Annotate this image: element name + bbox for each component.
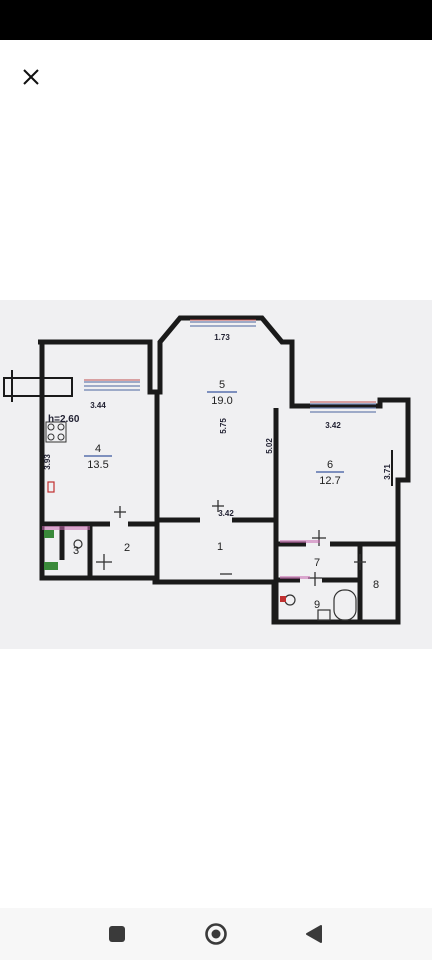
dim-bay-top: 1.73 — [214, 333, 230, 342]
ceiling-height-label: h=2.60 — [48, 414, 80, 425]
room-5-number: 5 — [219, 379, 225, 391]
room-1-number: 1 — [217, 541, 223, 553]
system-navigation-bar — [0, 908, 432, 960]
dim-bedroom-window: 3.42 — [325, 421, 341, 430]
status-bar — [0, 0, 432, 40]
close-icon — [23, 69, 39, 85]
room-7-number: 7 — [314, 557, 320, 569]
dim-bedroom-height: 3.71 — [383, 464, 392, 480]
room-4-area: 13.5 — [87, 459, 108, 471]
room-3-number: 3 — [73, 545, 79, 557]
room-6-number: 6 — [327, 459, 333, 471]
dim-kitchen-window: 3.44 — [90, 401, 106, 410]
close-button[interactable] — [14, 60, 48, 94]
floor-plan-image: h=2.60 1.73 3.44 3.93 5.75 5.02 3.42 3.4… — [0, 300, 432, 649]
back-button[interactable] — [305, 924, 323, 944]
recents-button[interactable] — [109, 926, 125, 942]
room-5-area: 19.0 — [211, 395, 232, 407]
room-6-area: 12.7 — [319, 475, 340, 487]
room-8-number: 8 — [373, 579, 379, 591]
dim-living-right: 5.02 — [265, 438, 274, 454]
dim-living-depth: 5.75 — [219, 418, 228, 434]
floor-plan-drawing: h=2.60 1.73 3.44 3.93 5.75 5.02 3.42 3.4… — [3, 315, 411, 625]
room-4-number: 4 — [95, 443, 101, 455]
dim-kitchen-height: 3.93 — [43, 454, 52, 470]
dim-living-bottom: 3.42 — [218, 509, 234, 518]
room-2-number: 2 — [124, 542, 130, 554]
circle-home-icon — [205, 923, 227, 945]
triangle-back-icon — [306, 925, 322, 943]
home-button[interactable] — [204, 922, 228, 946]
room-9-number: 9 — [314, 599, 320, 611]
